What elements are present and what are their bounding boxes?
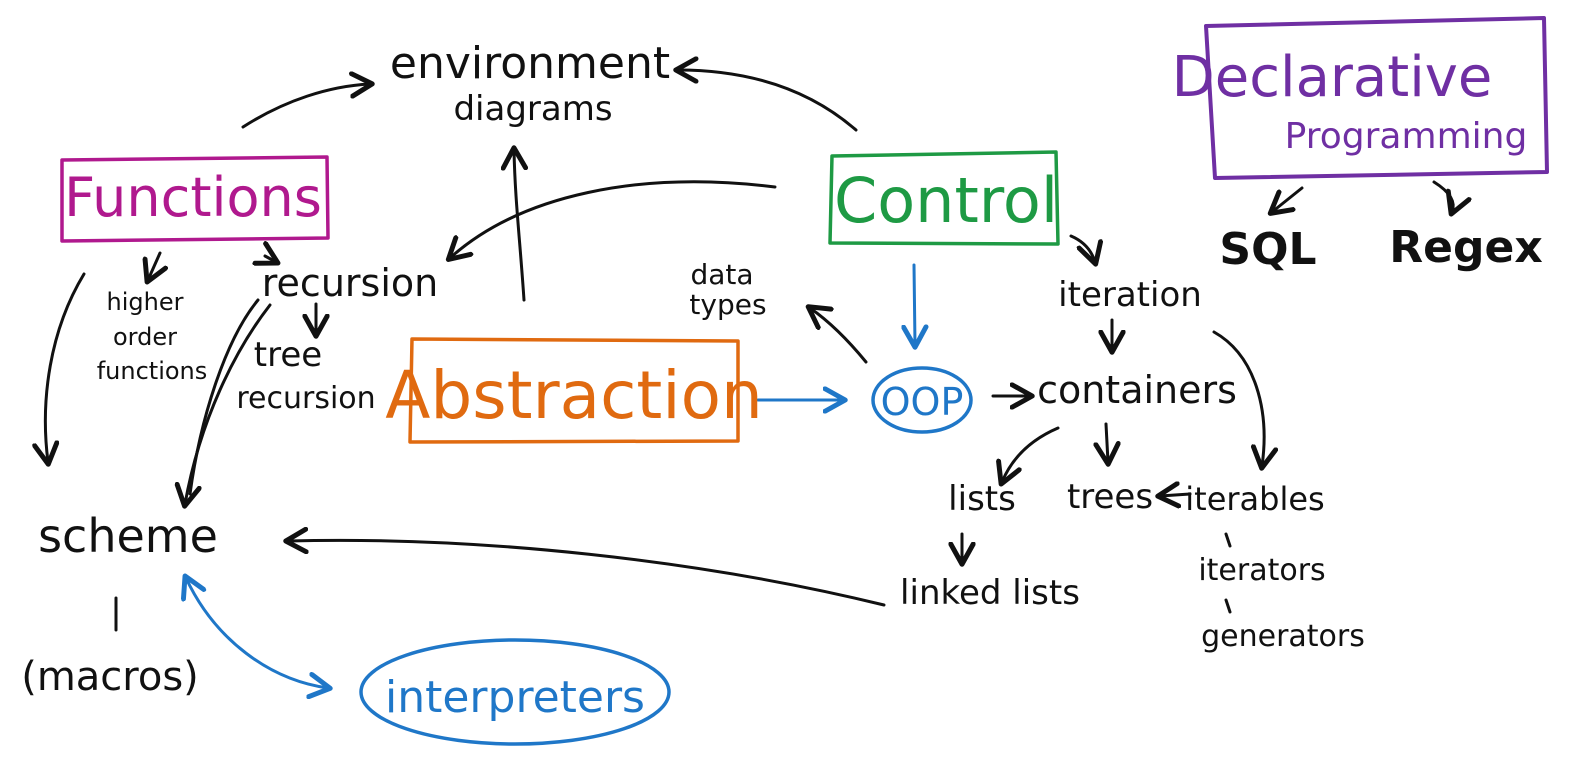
programming-title: Programming — [1285, 116, 1528, 157]
arrow-linked-lists-to-scheme — [288, 540, 886, 607]
arrow-functions-to-scheme — [45, 272, 86, 462]
arrow-abstraction-to-diagrams — [514, 150, 524, 302]
oop-label: OOP — [881, 380, 964, 424]
arrow-functions-to-higher-order — [148, 251, 160, 280]
iterators-label: iterators — [1198, 553, 1325, 588]
control-box — [828, 150, 1060, 246]
higher-label: higher — [107, 288, 184, 316]
arrow-oop-to-data-types — [810, 308, 868, 364]
arrow-iterables-to-trees — [1160, 494, 1192, 496]
sql-label: SQL — [1219, 224, 1316, 275]
oop-ellipse — [871, 366, 973, 434]
arrow-control-to-recursion — [450, 180, 777, 258]
arrow-declarative-to-sql — [1272, 186, 1304, 212]
arrow-scheme-interpreters — [186, 578, 328, 688]
linked-lists-label: linked lists — [900, 573, 1080, 613]
generators-label: generators — [1201, 619, 1365, 654]
arrow-recursion-to-scheme — [185, 303, 272, 504]
arrow-containers-to-trees — [1106, 422, 1108, 462]
interpreters-label: interpreters — [385, 672, 645, 723]
tick-iterators-to-generators — [1224, 598, 1232, 614]
declarative-box — [1204, 16, 1549, 180]
arrow-iteration-to-iterables — [1212, 330, 1264, 466]
abstraction-box — [408, 337, 740, 444]
environment-label: environment — [390, 38, 670, 89]
trees-label: trees — [1067, 477, 1153, 517]
functions-small-label: functions — [97, 357, 208, 385]
arrow-control-to-iteration — [1069, 234, 1095, 262]
data-label: data — [690, 258, 753, 291]
arrow-containers-to-lists — [1002, 426, 1060, 482]
control-title: Control — [834, 164, 1058, 237]
order-label: order — [113, 323, 177, 351]
iterables-label: iterables — [1185, 480, 1324, 518]
tree-recursion-label: recursion — [236, 381, 375, 416]
arrow-control-to-oop — [914, 263, 915, 345]
arrow-control-to-environment — [678, 70, 858, 132]
functions-box — [60, 155, 330, 243]
tick-iterables-to-iterators — [1224, 532, 1232, 548]
regex-label: Regex — [1389, 222, 1542, 273]
types-label: types — [689, 288, 766, 321]
containers-label: containers — [1037, 368, 1237, 412]
arrow-functions-to-environment — [241, 84, 370, 129]
diagrams-label: diagrams — [453, 89, 612, 129]
interpreters-ellipse — [359, 638, 671, 746]
arrow-recursion-to-scheme-2 — [188, 298, 260, 496]
macros-label: (macros) — [21, 654, 199, 700]
arrow-declarative-to-regex — [1432, 180, 1453, 212]
arrow-functions-to-recursion — [265, 256, 276, 262]
recursion-label: recursion — [262, 261, 438, 305]
functions-title: Functions — [64, 166, 322, 229]
scheme-label: scheme — [38, 509, 218, 563]
declarative-title: Declarative — [1172, 45, 1493, 110]
lists-label: lists — [948, 479, 1016, 519]
abstraction-title: Abstraction — [385, 357, 763, 434]
tree-label: tree — [254, 335, 322, 375]
iteration-label: iteration — [1058, 275, 1202, 315]
